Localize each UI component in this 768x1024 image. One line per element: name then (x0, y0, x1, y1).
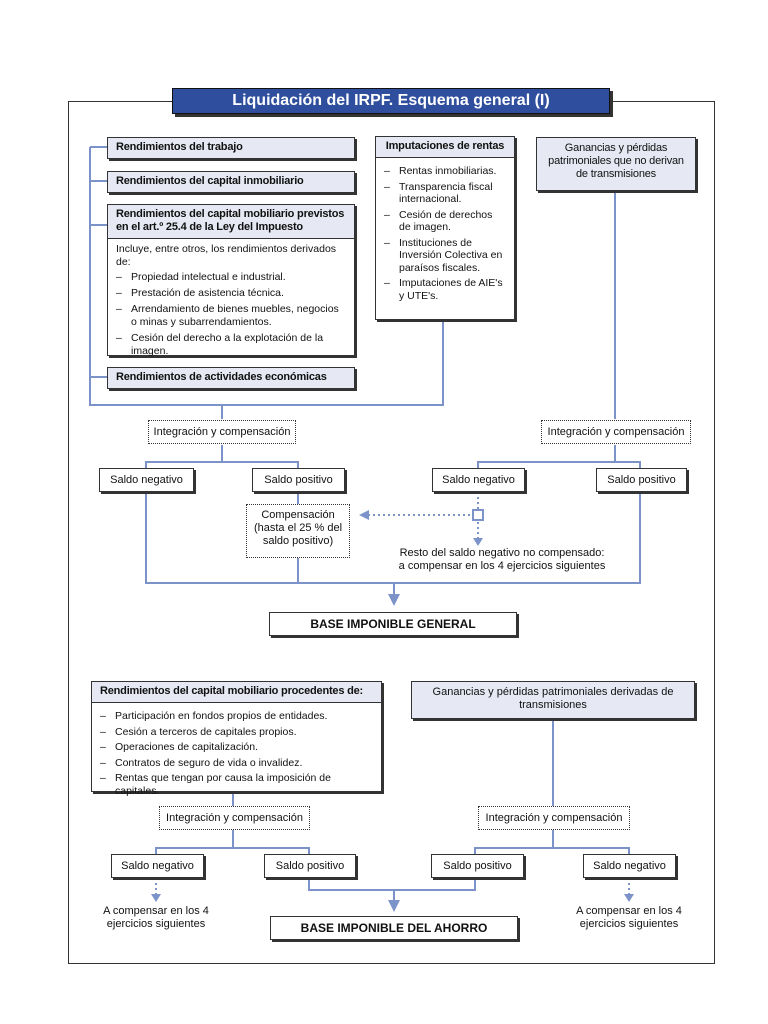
list-item: Cesión de derechos de imagen. (384, 209, 506, 234)
base-imponible-ahorro: BASE IMPONIBLE DEL AHORRO (270, 916, 518, 940)
list-item: Operaciones de capitalización. (100, 741, 373, 754)
box-ganancias-no-transmisiones: Ganancias y pérdidas patrimoniales que n… (536, 137, 696, 191)
page-title: Liquidación del IRPF. Esquema general (I… (172, 88, 610, 114)
saldo-positivo-bottom-right: Saldo positivo (431, 854, 524, 878)
saldo-negativo-top-right: Saldo negativo (432, 468, 525, 492)
box-imputaciones-rentas: Imputaciones de rentas Rentas inmobiliar… (375, 136, 515, 320)
list-item: Propiedad intelectual e industrial. (116, 271, 346, 284)
list-item: Transparencia fiscal internacional. (384, 181, 506, 206)
saldo-positivo-top-right: Saldo positivo (596, 468, 687, 492)
list-item: Contratos de seguro de vida o invalidez. (100, 757, 373, 770)
box-rendimientos-capital-mobiliario-header: Rendimientos del capital mobiliario prev… (108, 205, 354, 239)
saldo-negativo-top-left: Saldo negativo (99, 468, 194, 492)
saldo-negativo-bottom-left: Saldo negativo (111, 854, 204, 878)
saldo-positivo-top-left: Saldo positivo (252, 468, 345, 492)
box-ganancias-transmisiones: Ganancias y pérdidas patrimoniales deriv… (411, 681, 695, 719)
imputaciones-header: Imputaciones de rentas (376, 137, 514, 158)
list-item: Prestación de asistencia técnica. (116, 287, 346, 300)
list-item: Instituciones de Inversión Colectiva en … (384, 237, 506, 275)
mobiliario-intro: Incluye, entre otros, los rendimientos d… (116, 243, 337, 268)
box-rendimientos-actividades-economicas: Rendimientos de actividades económicas (107, 367, 355, 389)
mobiliario-procedentes-header: Rendimientos del capital mobiliario proc… (92, 682, 381, 703)
integracion-compensacion-top-left: Integración y compensación (148, 420, 296, 444)
mobiliario-list: Propiedad intelectual e industrial. Pres… (116, 271, 346, 358)
base-imponible-general: BASE IMPONIBLE GENERAL (269, 612, 517, 636)
box-rendimientos-capital-inmobiliario: Rendimientos del capital inmobiliario (107, 171, 355, 193)
list-item: Arrendamiento de bienes muebles, negocio… (116, 303, 346, 329)
saldo-positivo-bottom-left: Saldo positivo (264, 854, 356, 878)
saldo-negativo-bottom-right: Saldo negativo (583, 854, 676, 878)
box-rendimientos-trabajo: Rendimientos del trabajo (107, 137, 355, 159)
integracion-compensacion-bottom-right: Integración y compensación (478, 806, 630, 830)
compensar-text-right: A compensar en los 4 ejercicios siguient… (576, 905, 682, 930)
compensar-text-left: A compensar en los 4 ejercicios siguient… (103, 905, 209, 930)
compensacion-box: Compensación (hasta el 25 % del saldo po… (246, 504, 350, 558)
imputaciones-list: Rentas inmobiliarias. Transparencia fisc… (384, 165, 506, 302)
list-item: Rentas inmobiliarias. (384, 165, 506, 178)
integracion-compensacion-bottom-left: Integración y compensación (159, 806, 310, 830)
list-item: Participación en fondos propios de entid… (100, 710, 373, 723)
list-item: Rentas que tengan por causa la imposició… (100, 772, 373, 797)
list-item: Imputaciones de AIE's y UTE's. (384, 277, 506, 302)
resto-saldo-negativo-text: Resto del saldo negativo no compensado: … (398, 547, 606, 572)
mobiliario-procedentes-list: Participación en fondos propios de entid… (100, 710, 373, 797)
integracion-compensacion-top-right: Integración y compensación (541, 420, 691, 444)
box-rendimientos-capital-mobiliario: Rendimientos del capital mobiliario prev… (107, 204, 355, 358)
list-item: Cesión a terceros de capitales propios. (100, 726, 373, 739)
list-item: Cesión del derecho a la explotación de l… (116, 332, 346, 358)
box-rendimientos-capital-mobiliario-procedentes: Rendimientos del capital mobiliario proc… (91, 681, 382, 797)
